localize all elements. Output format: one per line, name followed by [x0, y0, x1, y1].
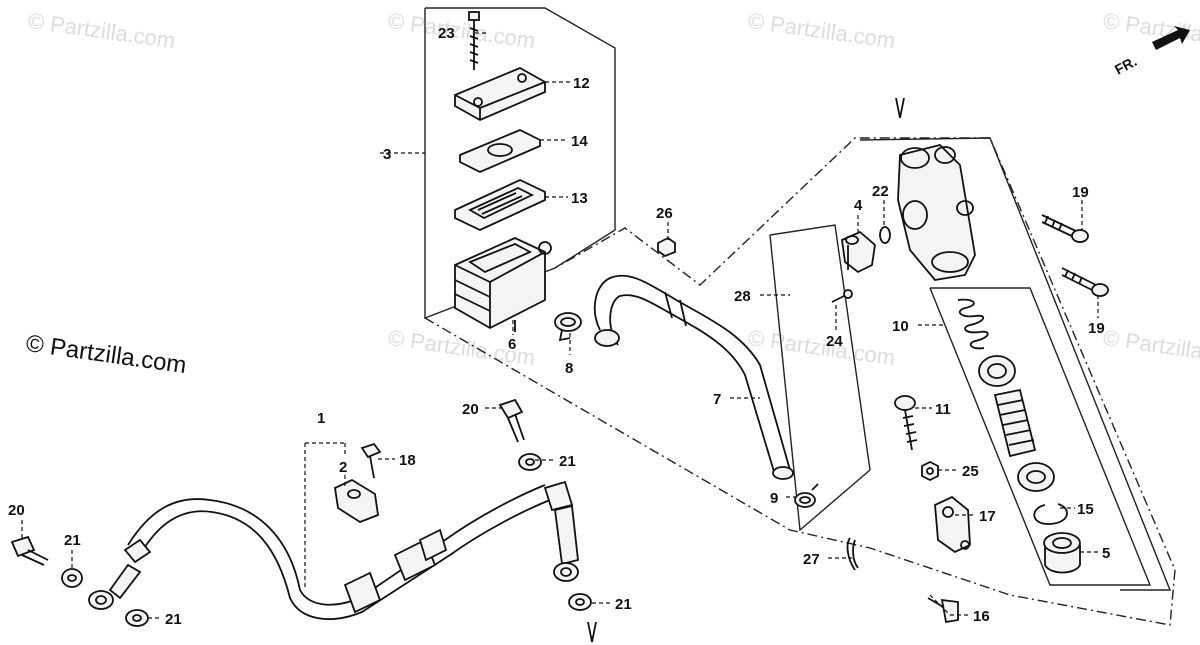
- assembly-outline-main: [424, 137, 1176, 626]
- label-10[interactable]: 10: [892, 318, 909, 335]
- label-14[interactable]: 14: [571, 133, 588, 150]
- washer-21-a[interactable]: [518, 453, 542, 471]
- label-20-left[interactable]: 20: [8, 502, 25, 519]
- label-12[interactable]: 12: [573, 75, 590, 92]
- piston-spring-10[interactable]: [957, 298, 989, 350]
- label-27[interactable]: 27: [803, 551, 820, 568]
- reservoir-body-6[interactable]: [454, 237, 552, 332]
- diaphragm-plate-14[interactable]: [459, 129, 541, 173]
- banjo-bolt-20-left[interactable]: [10, 535, 49, 566]
- primary-cup[interactable]: [978, 355, 1016, 387]
- screw-23[interactable]: [468, 11, 480, 70]
- label-26[interactable]: 26: [656, 205, 673, 222]
- label-21-a[interactable]: 21: [559, 453, 576, 470]
- screw-24[interactable]: [831, 289, 853, 303]
- reservoir-cap-12[interactable]: [454, 67, 546, 122]
- label-18[interactable]: 18: [399, 452, 416, 469]
- bleed-screw-11[interactable]: [894, 395, 918, 451]
- label-20-upper[interactable]: 20: [462, 401, 479, 418]
- washer-21-b[interactable]: [61, 568, 83, 588]
- label-28[interactable]: 28: [734, 288, 751, 305]
- hose-clamp-8[interactable]: [554, 312, 582, 342]
- assembly-outline-28: [769, 224, 871, 532]
- label-22[interactable]: 22: [872, 183, 889, 200]
- front-direction-label: FR.: [1112, 53, 1139, 78]
- label-13[interactable]: 13: [571, 190, 588, 207]
- bolt-19-lower[interactable]: [1061, 267, 1109, 297]
- reservoir-hose-7[interactable]: [593, 274, 794, 480]
- label-9[interactable]: 9: [770, 490, 778, 507]
- label-19-upper[interactable]: 19: [1072, 184, 1089, 201]
- label-4[interactable]: 4: [854, 197, 863, 214]
- secondary-cup[interactable]: [1017, 462, 1055, 492]
- label-15[interactable]: 15: [1077, 501, 1094, 518]
- label-3[interactable]: 3: [383, 146, 391, 163]
- label-25[interactable]: 25: [962, 463, 979, 480]
- front-direction-arrow-icon: [1152, 26, 1190, 50]
- label-8[interactable]: 8: [565, 360, 573, 377]
- push-rod-joint-17[interactable]: [934, 495, 971, 554]
- washer-21-d[interactable]: [568, 593, 592, 611]
- label-23[interactable]: 23: [438, 25, 455, 42]
- bolt-19-upper[interactable]: [1041, 214, 1089, 243]
- label-17[interactable]: 17: [979, 508, 996, 525]
- clip-26[interactable]: [657, 236, 676, 258]
- leader-lines: [21, 32, 1100, 619]
- assembly-outline-10: [929, 287, 1152, 586]
- joint-pin-16[interactable]: [927, 597, 959, 624]
- assembly-outline-outer: [859, 137, 1172, 591]
- label-16[interactable]: 16: [973, 608, 990, 625]
- direction-arrow-icon: [587, 97, 905, 643]
- brake-hose-1[interactable]: [88, 480, 579, 620]
- piston[interactable]: [993, 388, 1037, 458]
- label-5[interactable]: 5: [1102, 545, 1110, 562]
- circlip-15[interactable]: [1033, 503, 1068, 525]
- boot-5[interactable]: [1043, 532, 1081, 574]
- master-cylinder-body[interactable]: [897, 144, 976, 281]
- label-24[interactable]: 24: [826, 333, 843, 350]
- diaphragm-13[interactable]: [454, 179, 546, 231]
- cotter-pin-27[interactable]: [846, 537, 859, 571]
- hose-joint-4[interactable]: [841, 230, 876, 274]
- bolt-18[interactable]: [360, 442, 382, 479]
- label-7[interactable]: 7: [713, 391, 721, 408]
- washer-21-c[interactable]: [125, 609, 149, 627]
- banjo-bolt-20-upper[interactable]: [498, 398, 525, 443]
- o-ring-22[interactable]: [879, 226, 891, 244]
- label-19-lower[interactable]: 19: [1088, 320, 1105, 337]
- label-1[interactable]: 1: [317, 410, 325, 427]
- label-2[interactable]: 2: [339, 459, 347, 476]
- label-6[interactable]: 6: [508, 336, 516, 353]
- hose-clamp-2[interactable]: [334, 478, 379, 524]
- label-21-d[interactable]: 21: [615, 596, 632, 613]
- label-11[interactable]: 11: [935, 401, 951, 418]
- label-21-b[interactable]: 21: [64, 532, 81, 549]
- nut-25[interactable]: [921, 460, 939, 482]
- hose-clamp-9[interactable]: [794, 483, 819, 508]
- label-21-c[interactable]: 21: [165, 611, 182, 628]
